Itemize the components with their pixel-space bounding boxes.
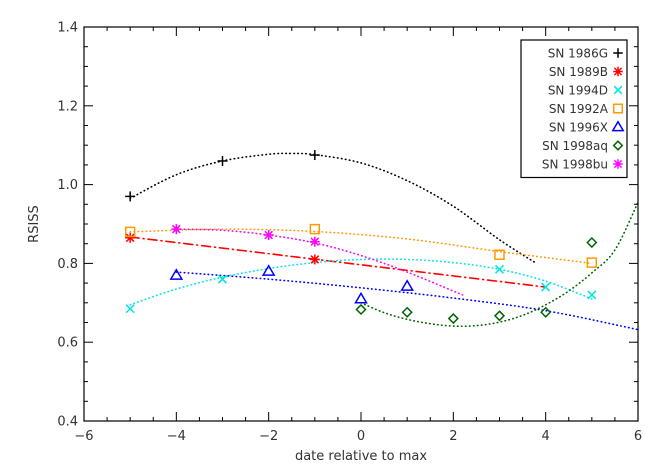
x-tick-label: 0 (357, 429, 365, 444)
x-tick-label: −4 (167, 429, 186, 444)
fit-curve-sn-1996x (175, 271, 639, 331)
data-point-sn-1992a (309, 223, 321, 235)
fit-curve-sn-1998aq (360, 201, 639, 328)
data-point-sn-1986g (125, 191, 136, 202)
data-point-sn-1998bu (309, 236, 320, 247)
y-tick-label: 1.0 (57, 178, 78, 193)
legend-box (520, 39, 628, 179)
data-point-sn-1994d (587, 290, 597, 300)
fit-curve-sn-1994d (129, 258, 593, 306)
y-tick-label: 1.4 (57, 21, 78, 36)
legend-marker-sn-1998aq (612, 140, 624, 151)
fit-curve-sn-1998bu (175, 228, 464, 296)
legend-label-sn-1994d: SN 1994D (548, 84, 608, 98)
data-point-sn-1992a (124, 226, 136, 238)
fit-curves (129, 152, 639, 331)
data-point-sn-1998aq (493, 310, 506, 322)
data-point-sn-1996x (261, 264, 276, 276)
data-point-sn-1998aq (586, 236, 598, 249)
legend-marker-sn-1994d (613, 85, 623, 95)
legend-label-sn-1998bu: SN 1998bu (542, 158, 608, 172)
y-tick-label: 0.6 (57, 336, 78, 351)
fit-curve-sn-1992a (129, 228, 593, 265)
x-tick-label: 4 (542, 429, 550, 444)
data-point-sn-1994d (217, 274, 228, 284)
x-tick-label: 6 (634, 429, 642, 444)
legend-marker-sn-1992a (612, 103, 624, 114)
legend-marker-sn-1986g (613, 48, 623, 58)
y-tick-label: 0.8 (57, 257, 78, 272)
x-tick-label: 2 (449, 429, 457, 444)
data-point-sn-1994d (541, 282, 551, 292)
x-tick-label: −6 (74, 429, 93, 444)
x-tick-label: −2 (259, 429, 278, 444)
y-tick-label: 0.4 (57, 415, 78, 430)
x-axis-label: date relative to max (295, 449, 427, 464)
fit-curve-sn-1989b (129, 236, 547, 288)
data-point-sn-1998aq (540, 306, 552, 318)
legend: SN 1986G SN 1989B SN 1994D SN 1992A SN 1996X… (520, 39, 628, 179)
data-point-sn-1994d (494, 264, 505, 274)
legend-marker-sn-1989b (613, 66, 623, 77)
data-point-sn-1998aq (401, 306, 413, 318)
legend-marker-sn-1996x (611, 120, 625, 132)
fit-curve-sn-1986g (129, 152, 538, 265)
data-point-sn-1998bu (171, 224, 182, 235)
data-point-sn-1992a (494, 249, 505, 260)
legend-label-sn-1996x: SN 1996X (549, 121, 608, 135)
data-point-sn-1996x (400, 279, 414, 291)
data-point-sn-1996x (169, 268, 184, 280)
axis-ticks: −6 −4 −2 0 2 4 6 0.4 0.6 0.8 1.0 1.2 1.4 (57, 21, 642, 445)
legend-label-sn-1992a: SN 1992A (549, 102, 609, 116)
data-point-sn-1998bu (263, 230, 274, 241)
data-point-sn-1998aq (447, 312, 459, 325)
legend-marker-sn-1998bu (613, 159, 623, 169)
y-axis-label: RSISS (27, 205, 42, 243)
data-point-sn-1994d (125, 304, 135, 314)
data-point-sn-1989b (125, 232, 136, 243)
y-tick-label: 1.2 (57, 99, 78, 114)
legend-label-sn-1986g: SN 1986G (548, 47, 608, 61)
data-markers (124, 150, 598, 325)
data-point-sn-1989b (309, 254, 320, 265)
data-point-sn-1986g (309, 150, 320, 161)
legend-label-sn-1998aq: SN 1998aq (542, 139, 608, 153)
data-point-sn-1986g (217, 155, 228, 166)
legend-label-sn-1989b: SN 1989B (549, 65, 608, 79)
data-point-sn-1992a (586, 257, 598, 268)
data-point-sn-1996x (354, 291, 368, 304)
data-point-sn-1998aq (355, 303, 367, 316)
